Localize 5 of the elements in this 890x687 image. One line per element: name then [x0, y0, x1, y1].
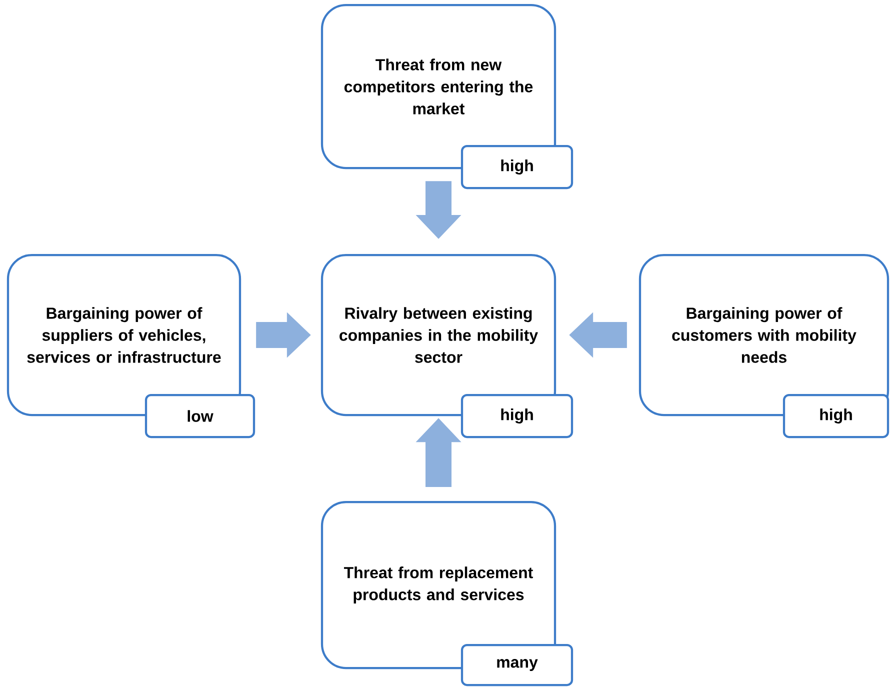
rating-tag: many [460, 644, 574, 686]
rating-tag: high [782, 394, 890, 438]
rating-tag: low [144, 394, 256, 438]
rating-tag: high [460, 394, 574, 438]
rating-tag: high [460, 144, 574, 190]
